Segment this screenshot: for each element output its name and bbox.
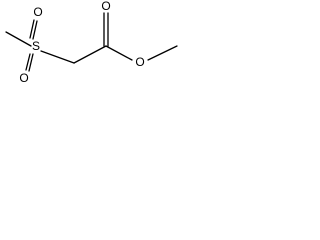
carbonyl-oxygen-label: O [101, 0, 110, 13]
structure-canvas: S O O O O [0, 0, 180, 92]
sulfur-label: S [32, 39, 40, 53]
bond-methyl-sulfur [5, 31, 32, 47]
bond-carbonyl-ester-oxygen [105, 45, 133, 61]
bond-methylene-carbonyl [73, 45, 107, 64]
bond-sulfur-oxygen-bottom-b [28, 53, 34, 72]
sulfonyl-oxygen-top-label: O [33, 5, 42, 19]
bond-sulfur-oxygen-bottom-a [25, 53, 31, 71]
bond-sulfur-methylene [40, 50, 75, 64]
bond-ester-oxygen-methyl [147, 45, 178, 61]
sulfonyl-oxygen-bottom-label: O [19, 71, 28, 85]
bond-sulfur-oxygen-top-b [32, 20, 38, 40]
ester-oxygen-label: O [135, 55, 144, 69]
molecule-diagram: S O O O O [5, 0, 178, 85]
bond-sulfur-oxygen-top-a [29, 19, 35, 39]
